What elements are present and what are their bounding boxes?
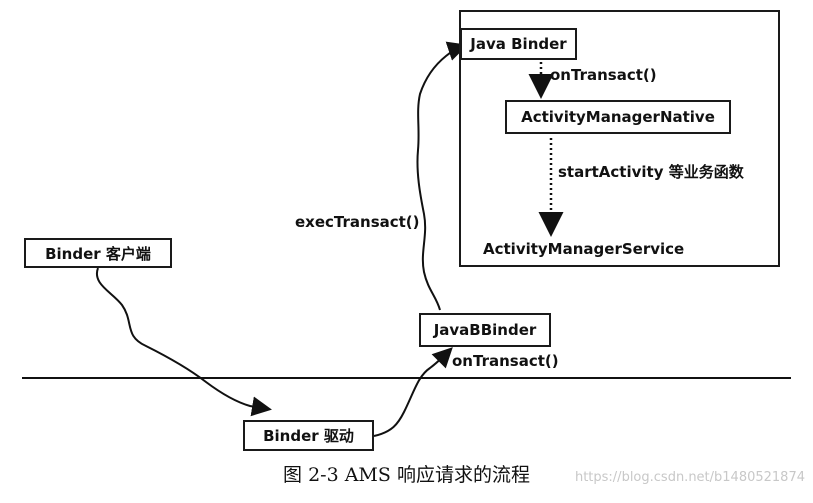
edge-driver-to-javabbinder <box>373 347 453 437</box>
javabbinder-node: JavaBBinder <box>419 313 551 347</box>
exec-transact-label: execTransact() <box>295 213 420 231</box>
java-binder-node: Java Binder <box>460 28 577 60</box>
on-transact-bottom-label: onTransact() <box>452 352 559 370</box>
binder-client-node: Binder 客户端 <box>24 238 172 268</box>
edge-javabbinder-to-javabinder <box>416 41 468 311</box>
figure-caption: 图 2-3 AMS 响应请求的流程 <box>283 464 530 486</box>
activity-manager-service-label: ActivityManagerService <box>483 240 685 258</box>
watermark: https://blog.csdn.net/b1480521874 <box>574 470 805 485</box>
start-activity-label: startActivity 等业务函数 <box>558 163 744 181</box>
activity-manager-native-node: ActivityManagerNative <box>505 100 731 134</box>
on-transact-top-label: onTransact() <box>550 66 657 84</box>
edge-client-to-driver <box>95 267 272 417</box>
java-process-frame <box>459 10 780 267</box>
binder-driver-node: Binder 驱动 <box>243 420 374 451</box>
